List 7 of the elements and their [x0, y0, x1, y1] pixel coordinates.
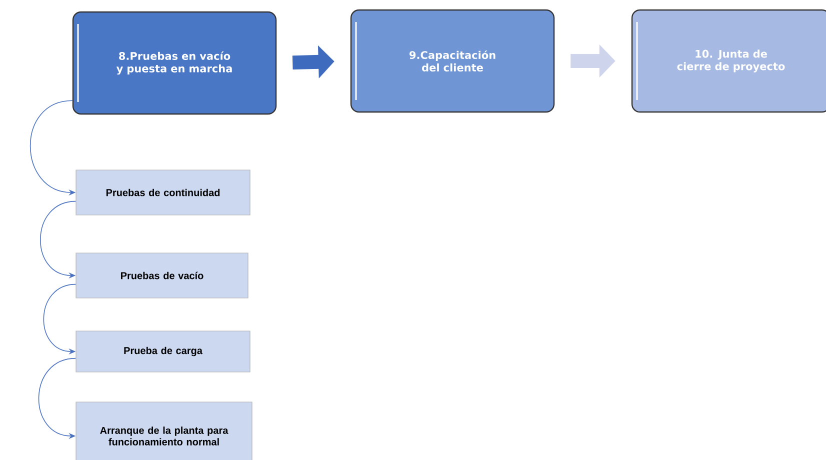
- process-box: 9.Capacitación del cliente: [350, 9, 555, 113]
- step-box: Pruebas de vacío: [76, 252, 248, 298]
- step-box: Prueba de carga: [76, 330, 250, 372]
- step-box: Arranque de la planta para funcionamiento normal: [76, 402, 252, 460]
- step-box: Pruebas de continuidad: [76, 170, 250, 216]
- process-box: 10. Junta de cierre de proyecto: [631, 9, 826, 113]
- process-box: 8.Pruebas en vacío y puesta en marcha: [72, 11, 277, 115]
